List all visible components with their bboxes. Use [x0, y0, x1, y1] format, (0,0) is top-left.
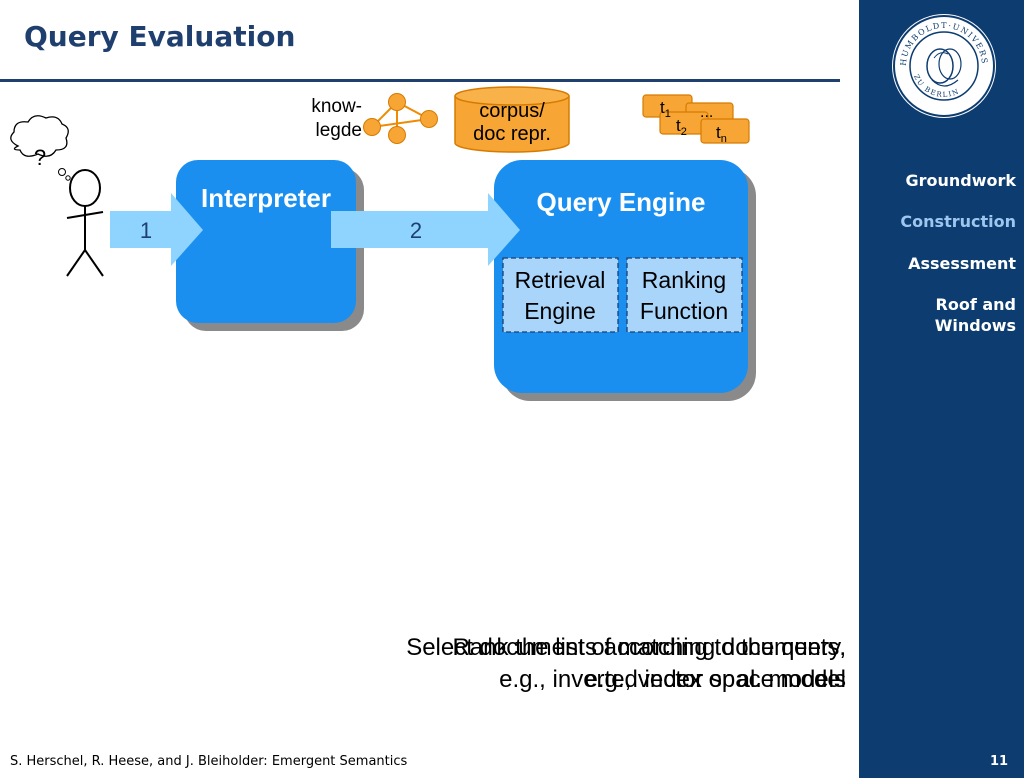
arrow-1	[110, 193, 203, 266]
sidebar-item-assessment[interactable]: Assessment	[908, 254, 1016, 273]
rank-caption-line1: Rank the list of matching documents,	[452, 634, 846, 661]
retrieval-engine-box	[502, 257, 619, 333]
knowledge-label-line1: know-	[311, 96, 362, 117]
page-number: 11	[990, 754, 1009, 769]
interpreter-title: Interpreter	[201, 183, 331, 213]
retrieval-engine-label-line1: Retrieval	[515, 267, 606, 293]
query-evaluation-diagram: ? know- legde corpus/ doc repr. t1 ... t…	[10, 86, 756, 401]
rank-caption-line2: e.g., vector space model	[584, 666, 846, 693]
arrow-2	[331, 193, 520, 266]
question-mark-label: ?	[34, 145, 46, 170]
corpus-label-line1: corpus/	[479, 100, 545, 122]
rank-caption: Rank the list of matching documents, e.g…	[246, 632, 846, 696]
select-caption-line2: e.g., inverted index or al. models	[499, 666, 846, 693]
university-seal-logo: HUMBOLDT·UNIVERSITÄT ZU BERLIN	[892, 14, 996, 118]
query-engine-box	[494, 160, 748, 393]
knowledge-graph-icon	[363, 93, 438, 144]
sidebar-item-roof-and-windows[interactable]: Roof and Windows	[934, 295, 1016, 335]
footer-authors: S. Herschel, R. Heese, and J. Bleiholder…	[10, 754, 408, 769]
term-t2-label: t2	[676, 116, 687, 138]
page-title: Query Evaluation	[24, 20, 296, 53]
ranking-function-label-line1: Ranking	[642, 267, 726, 293]
interpreter-box	[176, 160, 356, 323]
ranking-function-box	[626, 257, 743, 333]
ranking-function-label-line2: Function	[640, 298, 728, 324]
retrieval-engine-label-line2: Engine	[524, 298, 596, 324]
sidebar	[859, 0, 1024, 778]
knowledge-label-line2: legde	[316, 120, 363, 141]
select-caption: Select documents according to the query,…	[246, 632, 846, 696]
corpus-label-line2: doc repr.	[473, 123, 551, 145]
corpus-database-icon	[454, 86, 570, 153]
select-caption-line1: Select documents according to the query,	[406, 634, 846, 661]
thought-cloud-icon	[10, 115, 71, 181]
term-tn-label: tn	[716, 123, 727, 145]
arrow-1-label: 1	[140, 218, 152, 243]
sidebar-item-groundwork[interactable]: Groundwork	[905, 171, 1016, 190]
user-stick-figure-icon	[66, 169, 104, 277]
title-divider	[0, 79, 840, 82]
query-engine-title: Query Engine	[536, 187, 705, 217]
term-ellipsis-label: ...	[700, 104, 713, 121]
term-cards-stack	[642, 94, 750, 144]
caption-overlay: Select documents according to the query,…	[246, 632, 846, 702]
sidebar-item-construction[interactable]: Construction	[900, 212, 1016, 231]
term-t1-label: t1	[660, 98, 671, 120]
arrow-2-label: 2	[410, 218, 422, 243]
